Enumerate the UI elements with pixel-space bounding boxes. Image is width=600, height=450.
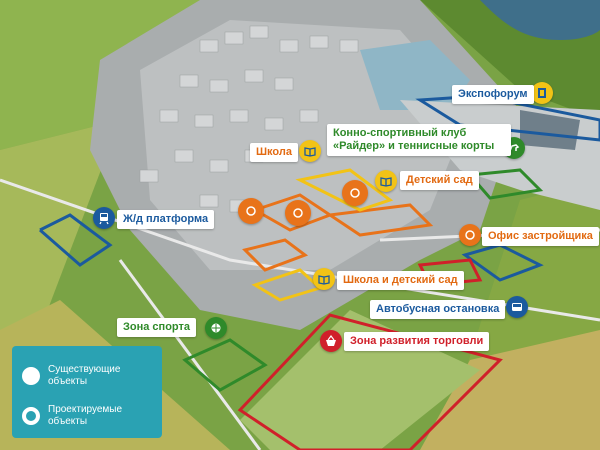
expoforum-label: Экспофорум (452, 85, 534, 104)
horse-club-label: Конно-спортивный клуб «Райдер» и теннисн… (327, 124, 511, 156)
existing-object-marker[interactable] (285, 200, 311, 226)
railway-platform-label: Ж/д платформа (117, 210, 215, 229)
legend-planned-text: Проектируемые объекты (48, 404, 123, 427)
sport-zone-label: Зона спорта (117, 318, 196, 337)
expoforum-logo-icon[interactable] (531, 82, 553, 104)
developer-logo-icon[interactable] (459, 224, 481, 246)
bus-icon[interactable] (506, 296, 528, 318)
school-kindergarten-label: Школа и детский сад (337, 271, 464, 290)
kindergarten-book-icon[interactable] (375, 170, 397, 192)
kindergarten-label: Детский сад (400, 171, 479, 190)
ring-circle-icon (22, 407, 40, 425)
existing-object-marker[interactable] (238, 198, 264, 224)
filled-circle-icon (22, 367, 40, 385)
developer-office-label: Офис застройщика (482, 227, 599, 246)
legend-existing-text: Существующие объекты (48, 364, 121, 387)
map-legend: Существующие объекты Проектируемые объек… (12, 346, 162, 438)
school-kindergarten-book-icon[interactable] (313, 268, 335, 290)
school-label: Школа (250, 143, 298, 162)
bus-stop-label: Автобусная остановка (370, 300, 506, 319)
legend-existing: Существующие объекты (22, 364, 148, 388)
train-icon[interactable] (93, 207, 115, 229)
existing-object-marker[interactable] (342, 180, 368, 206)
retail-zone-label: Зона развития торговли (344, 332, 490, 351)
school-book-icon[interactable] (299, 140, 321, 162)
shopping-basket-icon[interactable] (320, 330, 342, 352)
legend-planned: Проектируемые объекты (22, 404, 148, 428)
sport-icon[interactable] (205, 317, 227, 339)
